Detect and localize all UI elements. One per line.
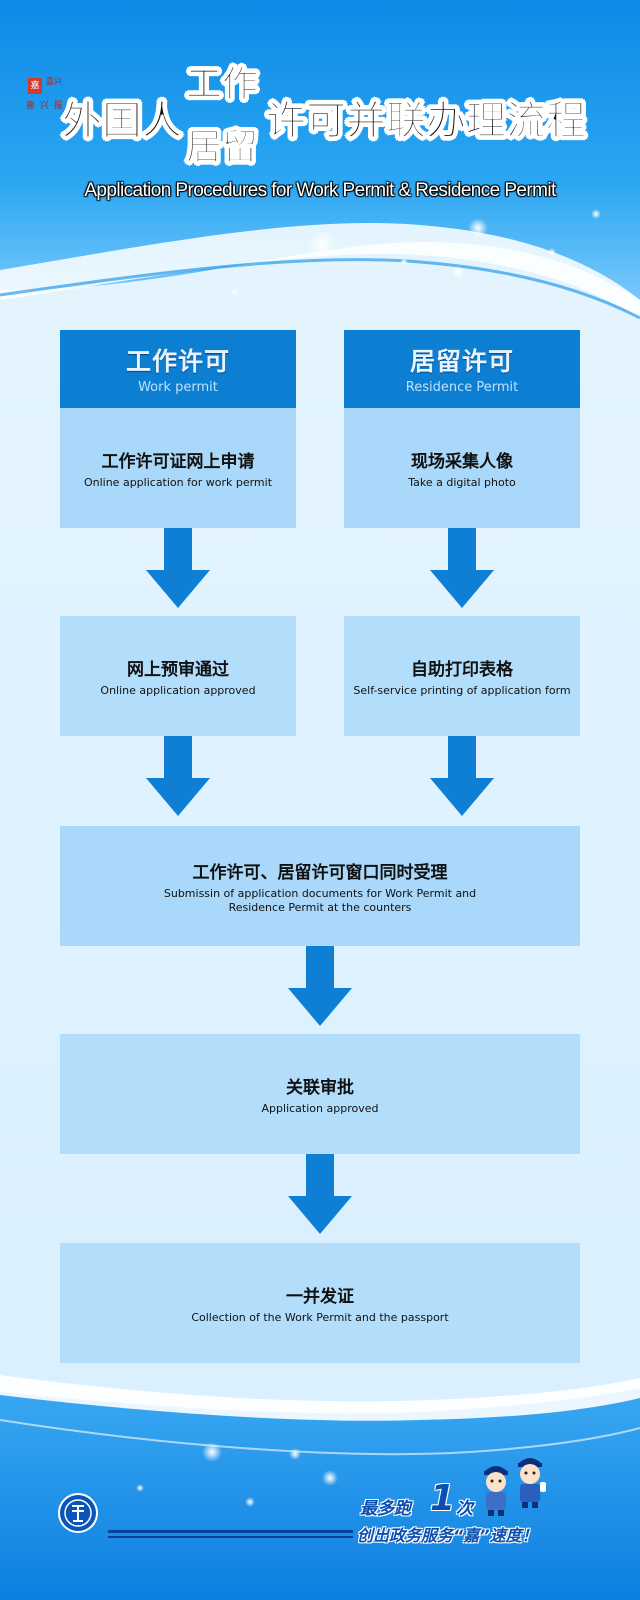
down-arrow-icon <box>146 528 210 608</box>
title-part4: 许可并联办理流程 <box>266 98 587 145</box>
step-res-2-cn: 自助打印表格 <box>411 659 513 680</box>
title-part1: 外国人 <box>62 98 183 145</box>
step-work-2-cn: 网上预审通过 <box>127 659 229 680</box>
step-joint-1-cn: 工作许可、居留许可窗口同时受理 <box>192 862 448 883</box>
step-residence-print-form: 自助打印表格 Self-service printing of applicat… <box>344 616 580 736</box>
police-mascot-icon <box>512 1452 548 1508</box>
step-work-1-en: Online application for work permit <box>83 475 273 489</box>
step-work-online-approved: 网上预审通过 Online application approved <box>60 616 296 736</box>
step-res-1-en: Take a digital photo <box>408 475 516 489</box>
step-joint-submission: 工作许可、居留许可窗口同时受理 Submissin of application… <box>60 826 580 946</box>
step-joint-3-en: Collection of the Work Permit and the pa… <box>191 1310 449 1324</box>
work-permit-title-cn: 工作许可 <box>125 347 230 376</box>
step-joint-collection: 一并发证 Collection of the Work Permit and t… <box>60 1243 580 1363</box>
step-joint-2-en: Application approved <box>261 1101 379 1115</box>
work-permit-title-en: Work permit <box>138 380 218 395</box>
down-arrow-icon <box>288 1154 352 1234</box>
step-joint-approval: 关联审批 Application approved <box>60 1034 580 1154</box>
logo-line2: 嘉 兴 报 业 <box>26 101 78 111</box>
police-mascot-icon <box>478 1460 514 1516</box>
step-work-2-en: Online application approved <box>100 683 256 697</box>
slogan-line2: 创出政务服务“嘉”速度！ <box>357 1526 538 1545</box>
slogan-part1: 最多跑 <box>360 1499 411 1519</box>
step-work-online-application: 工作许可证网上申请 Online application for work pe… <box>60 408 296 528</box>
step-residence-photo: 现场采集人像 Take a digital photo <box>344 408 580 528</box>
step-joint-1-en: Submissin of application documents for W… <box>163 886 477 914</box>
title-part3: 居留 <box>185 127 259 169</box>
down-arrow-icon <box>146 736 210 816</box>
slogan-part2: 次 <box>456 1499 473 1519</box>
down-arrow-icon <box>288 946 352 1026</box>
logo-icon: 嘉 <box>28 78 42 94</box>
residence-permit-title-en: Residence Permit <box>405 380 519 395</box>
down-arrow-icon <box>430 528 494 608</box>
step-joint-3-cn: 一并发证 <box>286 1286 354 1307</box>
residence-permit-header: 居留许可 Residence Permit <box>344 330 580 409</box>
logo-line1: 嘉兴 <box>46 77 62 86</box>
step-res-1-cn: 现场采集人像 <box>411 451 513 472</box>
work-permit-header: 工作许可 Work permit <box>60 330 296 409</box>
step-joint-2-cn: 关联审批 <box>286 1077 354 1098</box>
residence-permit-title-cn: 居留许可 <box>409 347 514 376</box>
step-work-1-cn: 工作许可证网上申请 <box>101 451 255 472</box>
title-part2: 工作 <box>185 64 259 106</box>
page-subtitle: Application Procedures for Work Permit &… <box>84 180 556 201</box>
step-res-2-en: Self-service printing of application for… <box>353 683 571 697</box>
emblem-icon <box>58 1493 98 1533</box>
slogan-number: 1 <box>430 1478 456 1519</box>
down-arrow-icon <box>430 736 494 816</box>
